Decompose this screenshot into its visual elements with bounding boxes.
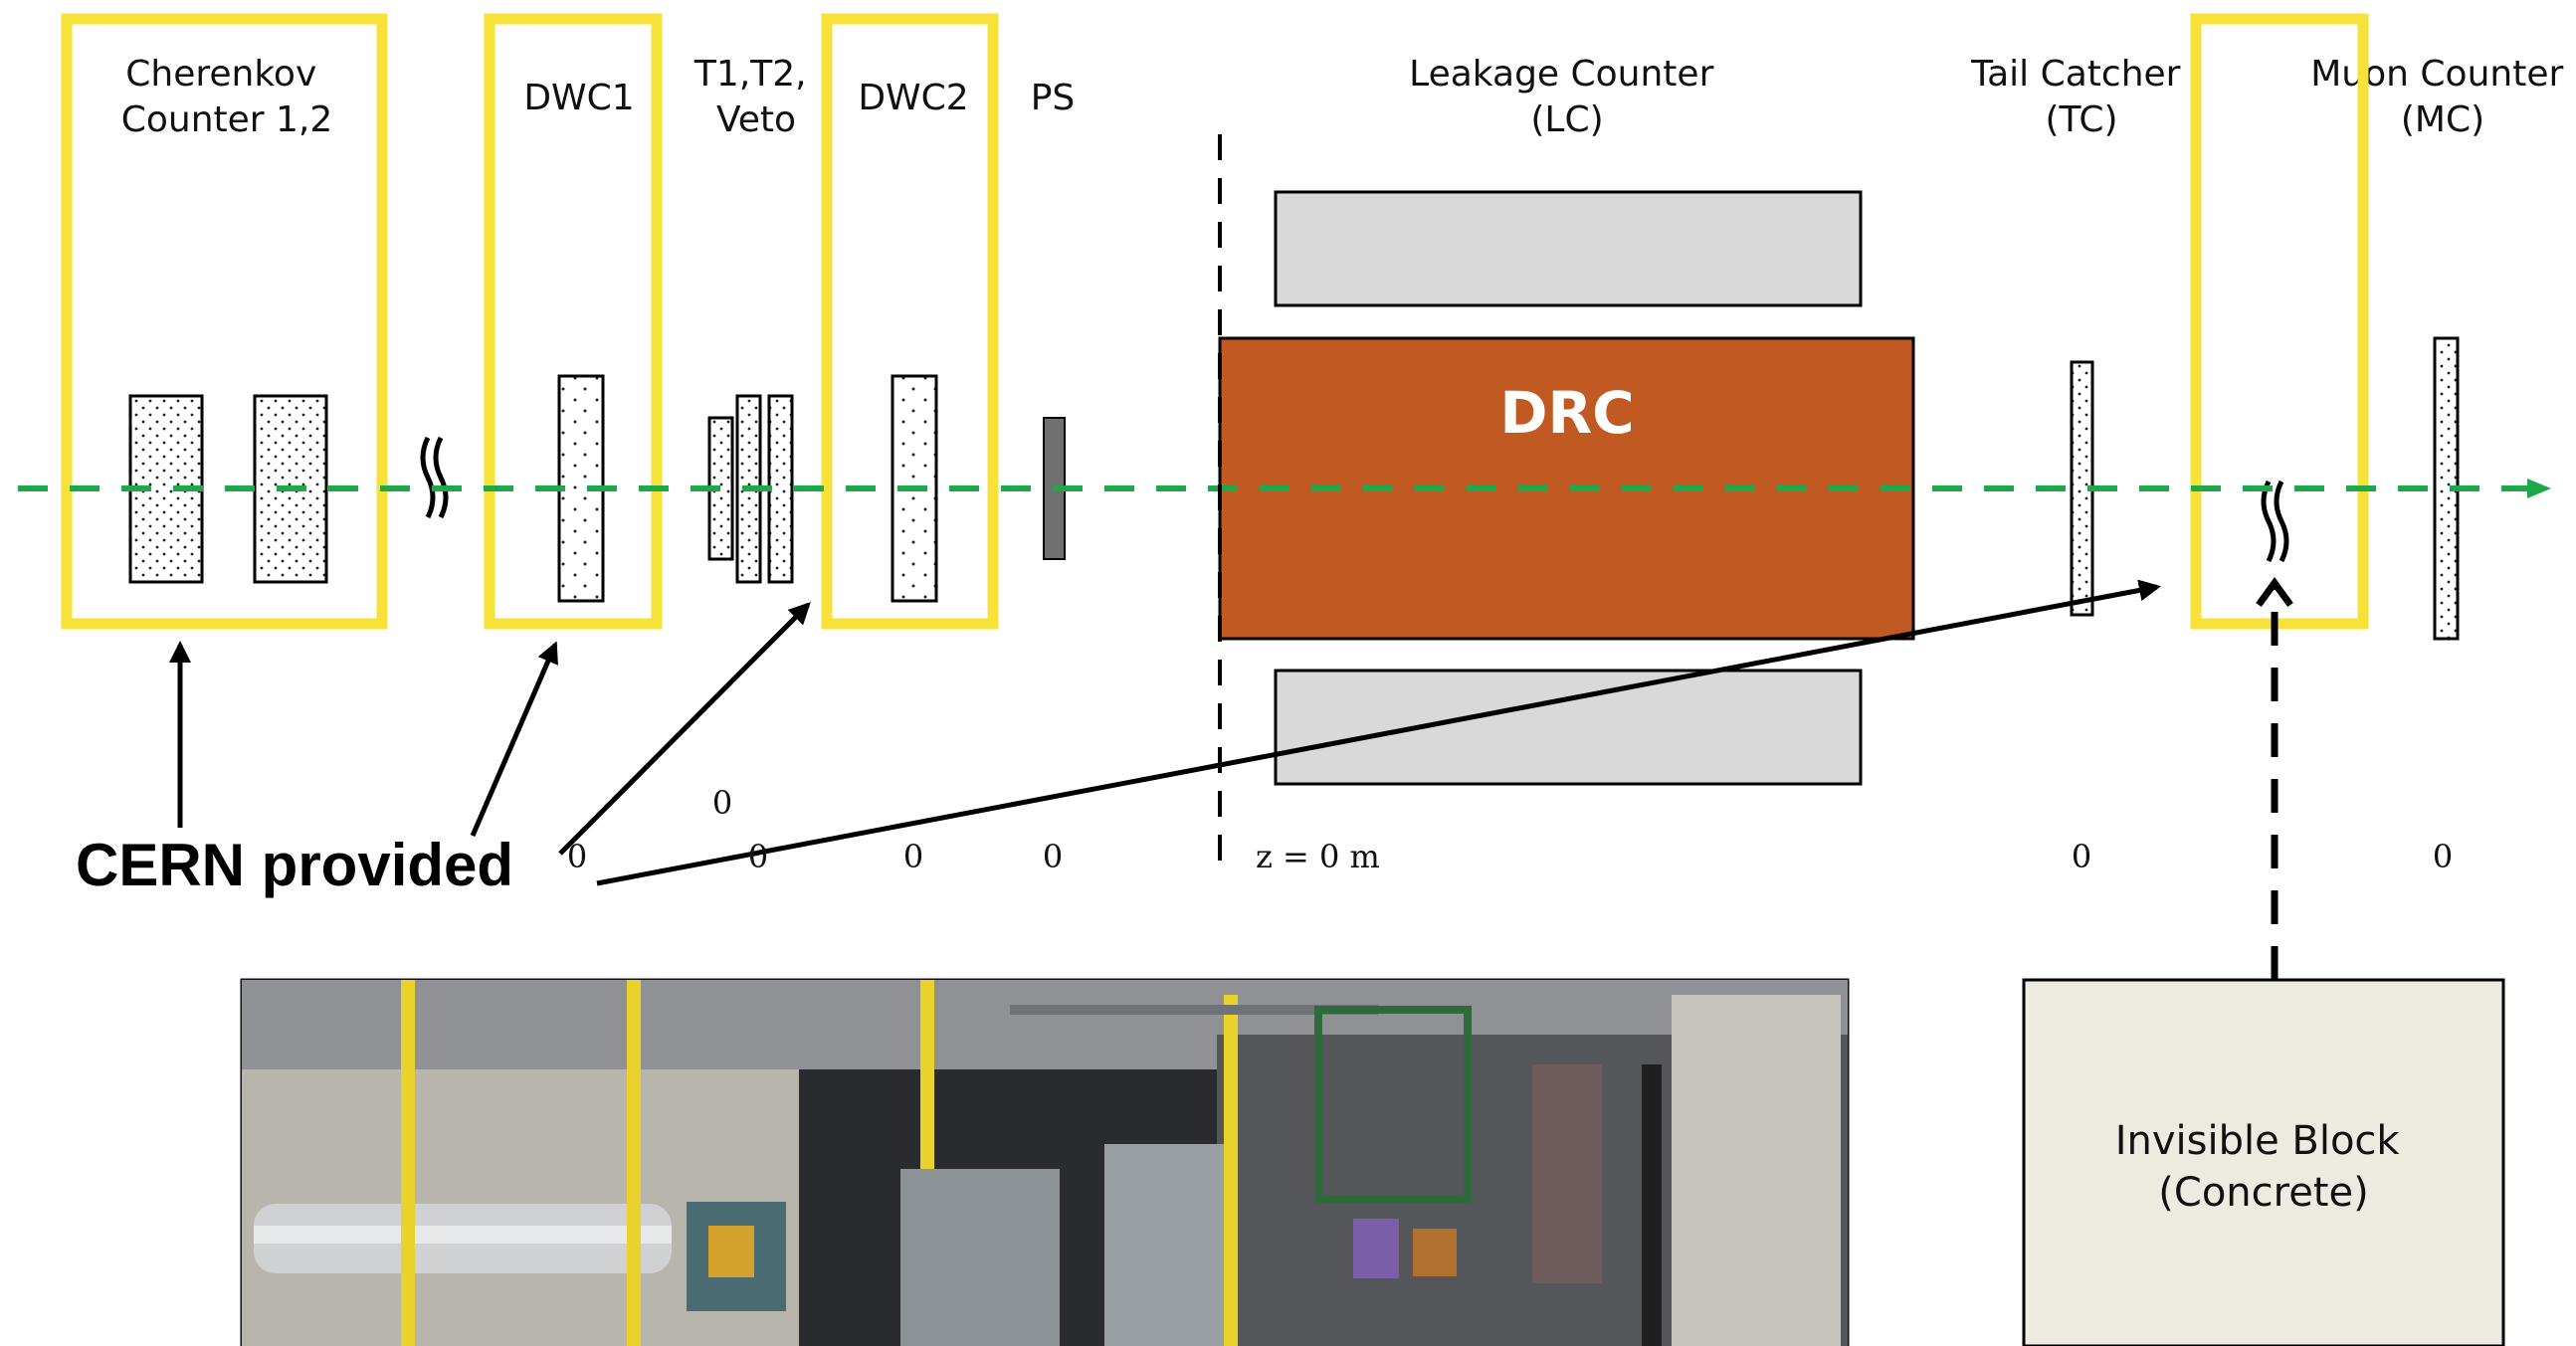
beam-break-symbol-1 — [420, 436, 449, 519]
drc-label: DRC — [1499, 379, 1634, 447]
zero-label-tc: 0 — [2072, 838, 2091, 875]
cherenkov-label: Cherenkov Counter 1,2 — [121, 54, 333, 140]
dwc2-label: DWC2 — [858, 78, 968, 118]
highlight-dwc1 — [484, 13, 663, 630]
z-zero-label: z = 0 m — [1256, 838, 1380, 875]
beam-break-symbol-2 — [2261, 480, 2289, 563]
invisible-block-box — [2022, 978, 2505, 1346]
zero-label-dwc2: 0 — [903, 838, 923, 875]
arrow-to-invisible-block — [596, 579, 2161, 886]
veto-detector — [767, 394, 794, 584]
leakage-counter-top — [1274, 190, 1863, 307]
ps-label: PS — [1031, 78, 1076, 118]
zero-label-mc: 0 — [2433, 838, 2453, 875]
arrow-to-dwc1 — [470, 641, 558, 837]
zero-label-dwc1: 0 — [567, 838, 587, 875]
leakage-counter-label: Leakage Counter (LC) — [1409, 54, 1725, 140]
tail-catcher-label: Tail Catcher (TC) — [1970, 54, 2192, 140]
arrow-to-dwc2 — [558, 602, 811, 856]
zero-label-veto: 0 — [748, 838, 768, 875]
zero-label-ps: 0 — [1043, 838, 1063, 875]
muon-counter-label: Muon Counter (MC) — [2310, 54, 2574, 140]
dwc1-label: DWC1 — [523, 78, 634, 118]
invisible-block-arrowhead — [2256, 577, 2293, 608]
cern-provided-label: CERN provided — [76, 832, 513, 898]
highlight-cherenkov — [61, 13, 388, 630]
invisible-block-label: Invisible Block (Concrete) — [2115, 1118, 2413, 1216]
leakage-counter-bottom — [1274, 669, 1863, 786]
setup-photo — [240, 978, 1850, 1346]
t1t2-veto-label: T1,T2, Veto — [694, 54, 818, 140]
highlight-dwc2 — [821, 13, 999, 630]
highlight-invisible-block — [2190, 13, 2369, 630]
zero-label-t1: 0 — [712, 784, 732, 822]
